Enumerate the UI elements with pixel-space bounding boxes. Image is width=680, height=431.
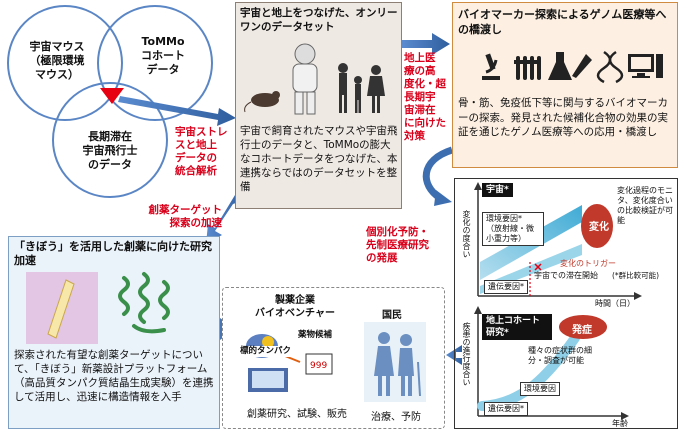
graph-space-start-label: 宇宙での滞在開始: [534, 271, 598, 280]
computer-icon: [628, 54, 663, 78]
graph-space-change-label: 変化: [589, 222, 609, 233]
graph-box: [454, 178, 678, 429]
graph-space-note: 変化過程のモニタ、変化度合いの比較検証が可能: [617, 186, 673, 225]
venn-label-astronaut: 長期滞在 宇宙飛行士 のデータ: [82, 130, 138, 171]
citizen-caption: 治療、予防: [371, 412, 421, 423]
graph-space-env-factor: 環境要因* （放射線・微小重力等）: [482, 212, 544, 246]
graph-space-genetic-factor: 遺伝要因*: [484, 280, 528, 294]
graph2-onset-blob: [559, 315, 607, 339]
test-tubes-icon: [514, 56, 541, 80]
graph-ground-x-axis-label: 年齢: [612, 419, 628, 428]
aging-countermeasure-label: 地上医 療の高 度化・超 長期宇 宙滞在 に向けた 対策: [404, 52, 446, 142]
crystal-image: [26, 272, 98, 344]
center-box-body: 宇宙で飼育されたマウスや宇宙飛行士のデータと、ToMMoの膨大なコホートデータを…: [240, 125, 398, 193]
graph-ground-onset-label: 発症: [572, 325, 592, 336]
venn-circle-tommo: [97, 5, 213, 121]
center-box-title: 宇宙と地上をつなげた、オンリーワンのデータセット: [240, 7, 398, 33]
biomarker-box-title: バイオマーカー探索によるゲノム医療等への橋渡し: [458, 8, 667, 36]
elderly-couple-illustration: [364, 322, 426, 402]
venn-circle-astronaut: [52, 82, 168, 198]
integration-label: 宇宙ストレ スと地上 データの 統合解析: [175, 126, 228, 177]
arrow-center-to-biomarker: [402, 33, 450, 55]
dna-icon: [596, 50, 624, 84]
graph-ground-y-axis-label: 疾患の進行度合い: [462, 322, 471, 386]
graph-space-note2: (*群比較可能): [612, 271, 660, 280]
microscope-icon: [482, 53, 500, 80]
arrow-biomarker-to-graph: [422, 146, 454, 201]
graph1-change-blob: [581, 204, 613, 248]
drug-target-label: 創薬ターゲット 探索の加速: [148, 204, 223, 229]
kibo-box-body: 探索された有望な創薬ターゲットについて、「きぼう」新薬設計プラットフォーム（高品…: [14, 349, 214, 403]
biomarker-box-body: 骨・筋、免疫低下等に関与するバイオマーカーの探索。発見された候補化合物の効果の実…: [458, 97, 668, 138]
illustration-astronaut-mouse-family: [243, 40, 393, 120]
venn-label-mouse: 宇宙マウス （極限環境 マウス）: [29, 40, 85, 81]
graph-ground-tag: 地上コホート研究*: [482, 314, 552, 340]
citizen-label: 国民: [382, 310, 402, 321]
graph-space-y-axis-label: 変化の度合い: [462, 210, 471, 258]
graph-ground-note: 種々の症状群の細分・調査が可能: [528, 346, 592, 365]
venn-label-tommo: ToMMo コホート データ: [141, 35, 185, 76]
kibo-box-title: 「きぼう」を活用した創薬に向けた研究加速: [14, 240, 212, 267]
graph-ground-env-factor: 環境要因: [520, 382, 560, 396]
flask-icon: [548, 52, 572, 80]
graph-space-tag: 宇宙*: [482, 183, 513, 197]
company-caption: 創薬研究、試験、販売: [247, 409, 347, 420]
graph-space-trigger-label: 変化のトリガー: [560, 259, 616, 268]
protein-structure-image: [114, 268, 188, 346]
graph-space-x-axis-label: 時間（日）: [595, 299, 635, 308]
drug-candidate-label: 薬物候補: [298, 330, 333, 340]
company-label: 製薬企業 バイオベンチャー: [255, 295, 335, 319]
graph-ground-genetic-factor: 遺伝要因*: [484, 402, 528, 416]
drug-discovery-illustration: 999: [236, 324, 346, 402]
personalized-medicine-label: 個別化予防・ 先制医療研究 の発展: [366, 226, 429, 264]
venn-circle-mouse: [7, 5, 123, 121]
lab-icons-row: [476, 48, 666, 84]
target-protein-label: 標的タンパク: [240, 346, 300, 357]
svg-text:999: 999: [310, 361, 327, 371]
venn-intersection-marker: [100, 88, 124, 104]
arrow-venn-to-center: [118, 96, 236, 126]
pipette-icon: [572, 54, 592, 78]
arrow-center-to-kibo: [206, 195, 245, 244]
biomarker-box: [452, 2, 678, 168]
